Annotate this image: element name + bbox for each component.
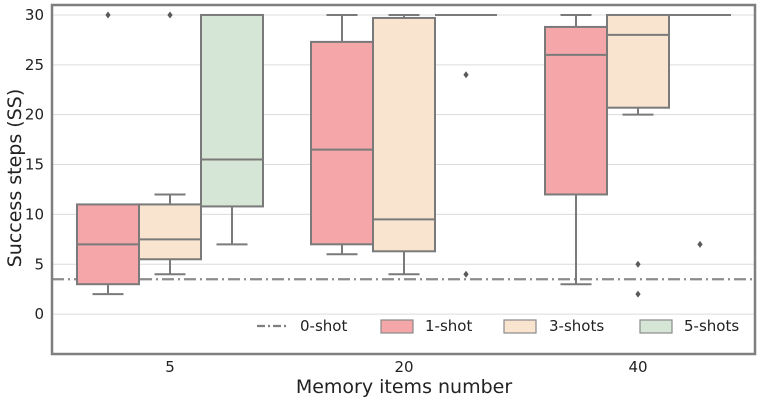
legend-label: 3-shots: [549, 317, 604, 335]
box-body: [200, 13, 264, 208]
x-tick-label-40: 40: [628, 358, 647, 376]
legend-item-1-shot: 1-shot: [380, 317, 472, 335]
flier-point: [635, 260, 641, 268]
y-tick-label-25: 25: [25, 56, 44, 74]
y-tick-label-0: 0: [34, 305, 44, 323]
x-tick-label-20: 20: [394, 358, 413, 376]
flier-point: [635, 290, 641, 298]
plot-frame: [50, 3, 757, 356]
flier-point: [463, 270, 469, 278]
legend-item-3-shots: 3-shots: [503, 317, 604, 335]
x-axis-ticks: 5 20 40: [165, 358, 647, 376]
flier-point: [167, 11, 173, 19]
box-1-shot-40: [544, 13, 608, 286]
box-1-shot-5: [76, 11, 140, 296]
legend-label: 1-shot: [425, 317, 472, 335]
y-tick-label-20: 20: [25, 106, 44, 124]
y-tick-label-30: 30: [25, 6, 44, 24]
box-5-shots-40: [669, 13, 731, 248]
legend-item-0-shot: 0-shot: [257, 317, 347, 335]
box-5-shots-20: [435, 13, 497, 278]
box-body: [310, 40, 374, 246]
box-3-shots-5: [138, 11, 202, 276]
box-body: [138, 203, 202, 261]
legend-swatch-box: [639, 319, 673, 334]
box-3-shots-20: [372, 13, 436, 276]
legend-swatch-box: [380, 319, 414, 334]
legend-item-5-shots: 5-shots: [639, 317, 739, 335]
flier-point: [697, 240, 703, 248]
y-tick-label-15: 15: [25, 156, 44, 174]
flier-point: [463, 71, 469, 79]
box-body: [372, 16, 436, 253]
y-axis-ticks: 0 5 10 15 20 25 30: [25, 6, 44, 323]
legend-label: 0-shot: [300, 317, 347, 335]
legend-label: 5-shots: [684, 317, 739, 335]
x-axis-title: Memory items number: [296, 376, 513, 398]
y-axis-title: Success steps (SS): [4, 89, 26, 268]
legend: 0-shot 1-shot 3-shots 5-shots: [257, 317, 739, 335]
x-tick-label-5: 5: [165, 358, 175, 376]
legend-swatch-box: [503, 319, 537, 334]
boxes-group: [76, 11, 731, 298]
box-1-shot-20: [310, 13, 374, 256]
box-body: [606, 13, 670, 109]
y-tick-label-10: 10: [25, 205, 44, 223]
box-5-shots-5: [200, 13, 264, 246]
box-body: [544, 25, 608, 196]
flier-point: [105, 11, 111, 19]
box-3-shots-40: [606, 13, 670, 298]
y-tick-label-5: 5: [34, 255, 44, 273]
